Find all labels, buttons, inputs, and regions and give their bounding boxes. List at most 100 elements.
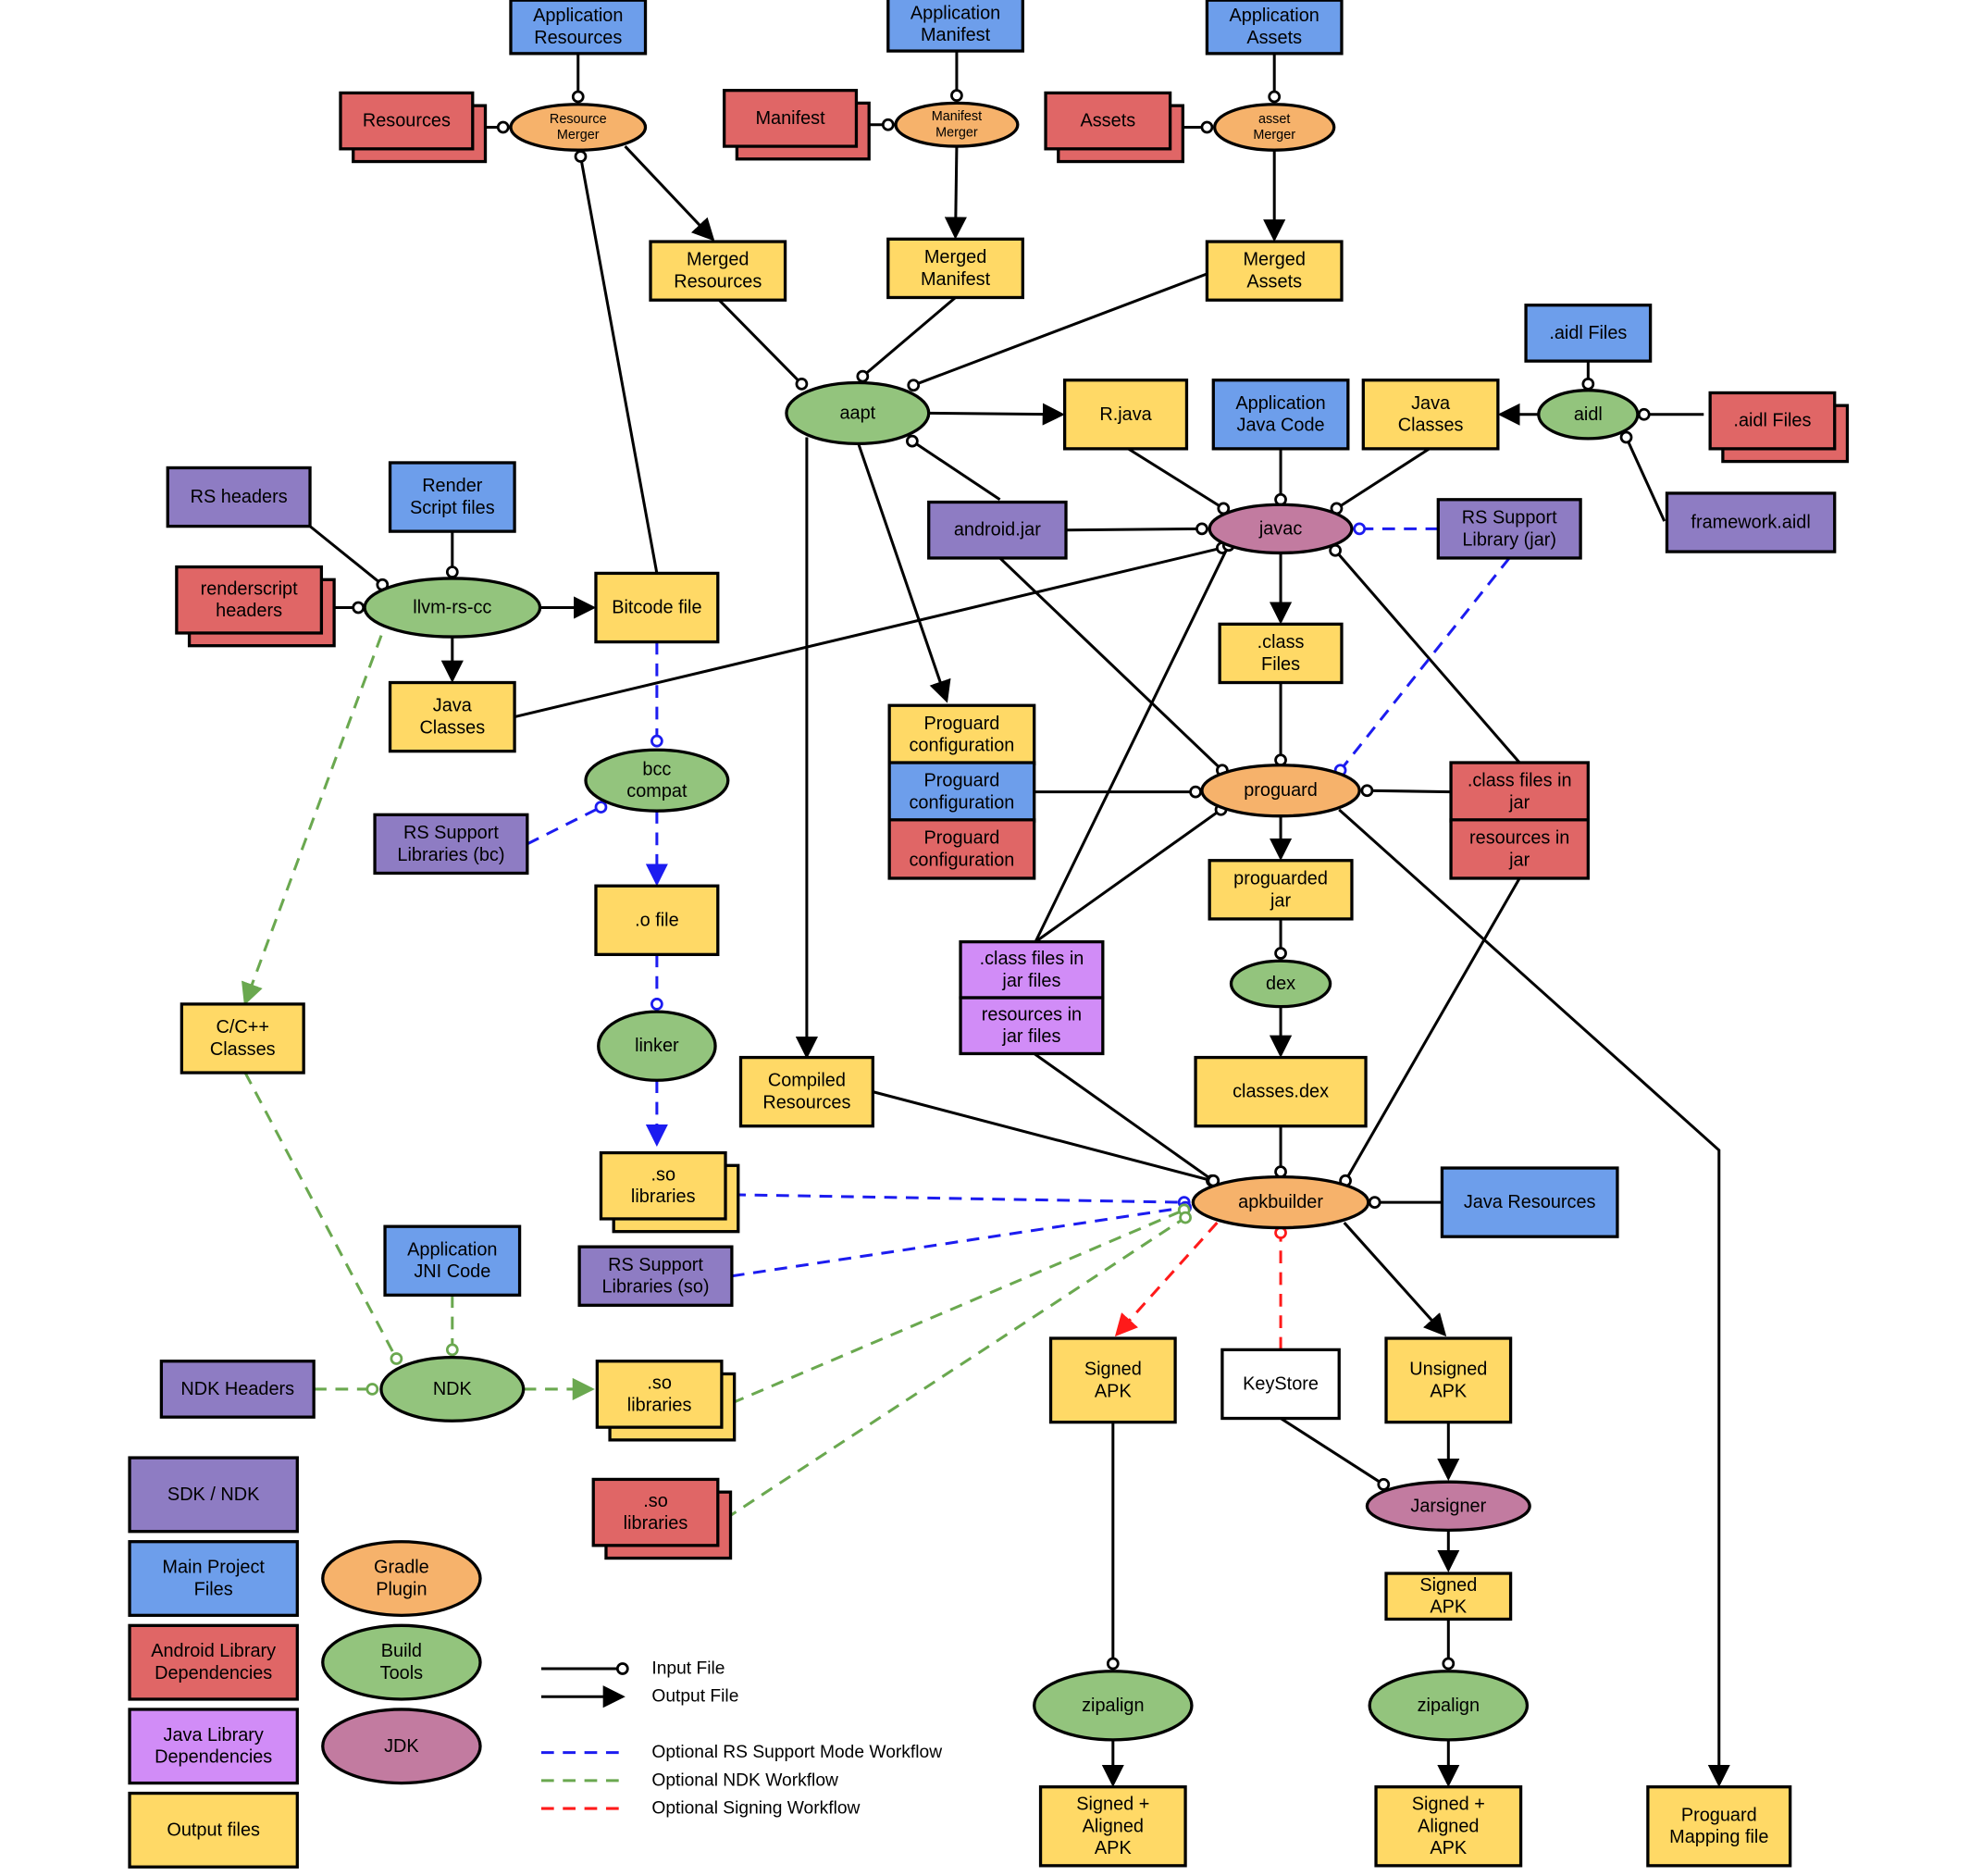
edge-bitcode-to-res_merger [574,150,659,574]
node-shape [886,0,1024,53]
edge-aidl_files_main-to-aidl [1581,361,1595,391]
legend-key-input: Input File [540,1659,725,1679]
node-rs-support-jar-label-1: RS Support [1462,507,1557,528]
node-asset-merger-label-2: Merger [1253,128,1295,143]
node-lg-javalib-label-2: Dependencies [155,1747,272,1768]
node-shape [1665,491,1837,553]
edge-line [243,1072,398,1360]
node-shape [1384,1572,1513,1621]
node-shape [321,1623,482,1701]
edge-line [998,556,1223,772]
node-zipalign1-label-1: zipalign [1082,1696,1144,1716]
input-connector-dot [365,1383,379,1396]
legend-key-label: Optional Signing Workflow [651,1799,860,1819]
input-connector-dot [1581,377,1595,391]
input-connector-dot [795,377,809,391]
node-aligned2-label-1: Signed + [1412,1794,1485,1814]
legend-input-dot [615,1662,629,1675]
edge-keystore-to-jarsigner [1280,1417,1391,1491]
node-zipalign2: zipalign [1368,1670,1530,1742]
node-class-in-jar-label-1: .class files in [1468,771,1572,791]
edge-android_jar-to-aapt [906,434,1001,502]
node-app-java-label-1: Application [1235,393,1325,414]
input-connector-dot [390,1352,403,1365]
node-shape [1537,389,1640,441]
node-so-ndk-label-1: .so [647,1373,672,1393]
edge-line [733,1193,1184,1204]
node-android-jar: android.jar [927,500,1068,560]
edge-cpp_classes-to-ndk [243,1072,403,1365]
edge-line [1034,544,1231,943]
edge-app_res-to-res_merger [571,53,585,104]
edge-classes_dex-to-apkbuilder [1274,1125,1287,1179]
edge-ndk_headers-to-ndk [314,1383,379,1396]
node-render-script-label-1: Render [422,476,483,496]
edge-app_java-to-javac [1274,448,1287,506]
edge-so_rs-to-apkbuilder [733,1193,1191,1209]
node-llvm-label-1: llvm-rs-cc [413,598,491,618]
edge-apkbuilder-to-unsigned_apk [1343,1222,1447,1337]
node-merged-man-label-2: Manifest [921,269,991,290]
node-java-classes-aidl-label-2: Classes [1398,416,1464,436]
node-framework-aidl: framework.aidl [1665,491,1837,553]
node-compiled-res-label-2: Resources [762,1093,850,1113]
node-cpp-classes-label-1: C/C++ [217,1017,269,1037]
node-ndk: NDK [379,1355,526,1423]
legend-key-output: Output File [540,1685,738,1708]
node-bitcode-label-1: Bitcode file [612,598,701,618]
node-shape [1384,1336,1513,1424]
node-aligned1-label-3: APK [1095,1838,1133,1858]
edge-line [1339,557,1511,772]
edge-line [872,1090,1213,1183]
input-connector-dot [1106,1657,1120,1671]
node-framework-aidl-label-1: framework.aidl [1691,513,1810,533]
edges-layer [242,51,1730,1787]
node-shape [594,884,720,956]
edge-class_in_jar-to-javac [1329,543,1521,764]
node-shape [1646,1785,1792,1868]
legend-key-rs: Optional RS Support Mode Workflow [540,1743,942,1762]
node-rs-headers-label-1: RS headers [191,487,288,507]
edge-render_script-to-llvm [445,531,459,578]
node-shape [383,1224,522,1297]
node-app-jni-label-2: JNI Code [414,1261,490,1282]
input-connector-dot [1200,120,1214,134]
node-pg-cfg1-label-1: Proguard [924,714,1000,734]
input-connector-dot [1189,785,1202,799]
node-keystore-label-1: KeyStore [1243,1373,1319,1394]
node-lg-lib-label-1: Android Library [151,1641,276,1661]
node-linker: linker [597,1010,717,1082]
node-resources: Resources [339,91,488,164]
node-rs-support-bc-label-1: RS Support [403,823,499,843]
node-classes-dex: classes.dex [1194,1055,1368,1128]
input-connector-dot [445,1343,459,1357]
node-lg-main-label-2: Files [194,1579,233,1599]
node-so-lib-label-2: libraries [624,1513,688,1534]
node-merged-res-label-1: Merged [687,250,749,270]
node-cpp-classes: C/C++Classes [180,1002,305,1075]
node-pg-cfg2-label-2: configuration [909,793,1014,814]
node-bitcode: Bitcode file [594,571,720,644]
node-manifest: Manifest [723,89,871,161]
edge-rs_support_jar-to-javac [1353,522,1439,536]
node-res-merger-label-1: Resource [550,112,607,127]
node-rs-includes-label-2: headers [216,601,282,621]
edge-signed_apk2-to-zipalign2 [1442,1619,1456,1671]
input-connector-dot [1268,90,1282,104]
edge-res_merger-to-merged_res [624,145,715,242]
node-linker-label-1: linker [635,1036,679,1056]
node-merged-assets-label-2: Assets [1246,272,1302,292]
edge-pg_cfg2-to-proguard [1034,785,1202,799]
node-pg-mapping-label-1: Proguard [1681,1805,1757,1825]
